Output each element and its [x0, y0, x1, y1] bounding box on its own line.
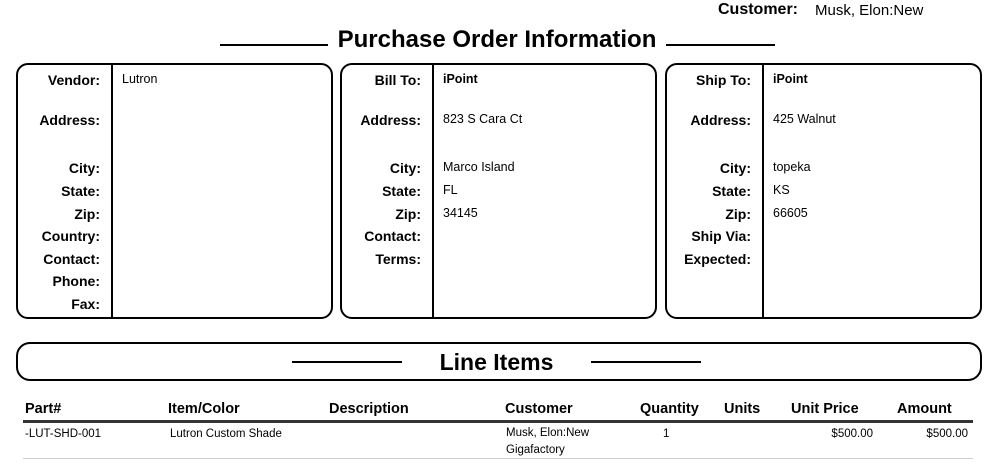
bill-value-billto: iPoint	[443, 72, 478, 86]
table-header-rule	[23, 420, 973, 423]
column-divider	[762, 65, 764, 317]
col-amount: Amount	[897, 401, 952, 417]
bill-value-zip: 34145	[443, 206, 478, 220]
cell-item: Lutron Custom Shade	[170, 428, 282, 440]
vendor-label-state: State:	[61, 183, 100, 199]
col-quantity: Quantity	[640, 401, 699, 417]
ship-label-expected: Expected:	[684, 251, 751, 267]
page-title: Purchase Order Information	[337, 26, 657, 53]
cell-part: -LUT-SHD-001	[25, 428, 102, 440]
vendor-label-contact: Contact:	[43, 251, 100, 267]
line-items-rule-right	[591, 361, 701, 363]
cell-customer-line2: Gigafactory	[506, 444, 565, 456]
line-items-rule-left	[292, 361, 402, 363]
col-description: Description	[329, 401, 409, 417]
vendor-value-vendor: Lutron	[122, 72, 158, 86]
ship-label-shipvia: Ship Via:	[691, 228, 751, 244]
customer-label: Customer:	[718, 1, 799, 18]
ship-value-address: 425 Walnut	[773, 112, 836, 126]
vendor-label-fax: Fax:	[71, 296, 100, 312]
line-items-title: Line Items	[439, 349, 554, 375]
customer-value: Musk, Elon:New	[815, 2, 924, 19]
vendor-label-vendor: Vendor:	[47, 72, 100, 88]
row-rule	[23, 458, 973, 459]
col-customer: Customer	[505, 401, 573, 417]
col-item-color: Item/Color	[168, 401, 240, 417]
bill-value-state: FL	[443, 183, 458, 197]
ship-value-city: topeka	[773, 160, 811, 174]
ship-label-address: Address:	[690, 112, 751, 128]
vendor-label-city: City:	[68, 160, 100, 176]
ship-label-zip: Zip:	[725, 206, 751, 222]
bill-label-terms: Terms:	[375, 251, 421, 267]
cell-amount: $500.00	[926, 428, 968, 440]
vendor-label-country: Country:	[41, 228, 100, 244]
cell-quantity: 1	[663, 428, 670, 440]
ship-value-state: KS	[773, 183, 790, 197]
column-divider	[432, 65, 434, 317]
ship-label-shipto: Ship To:	[696, 72, 751, 88]
bill-label-state: State:	[382, 183, 421, 199]
title-rule-right	[666, 44, 775, 46]
title-rule-left	[220, 44, 328, 46]
vendor-label-zip: Zip:	[74, 206, 100, 222]
col-units: Units	[724, 401, 761, 417]
vendor-label-address: Address:	[39, 112, 100, 128]
ship-label-city: City:	[719, 160, 751, 176]
ship-label-state: State:	[712, 183, 751, 199]
bill-value-city: Marco Island	[443, 160, 515, 174]
bill-label-zip: Zip:	[395, 206, 421, 222]
col-unit-price: Unit Price	[791, 401, 859, 417]
ship-value-zip: 66605	[773, 206, 808, 220]
cell-unit-price: $500.00	[831, 428, 873, 440]
cell-customer-line1: Musk, Elon:New	[506, 427, 590, 439]
ship-value-shipto: iPoint	[773, 72, 808, 86]
col-part: Part#	[25, 401, 62, 417]
bill-value-address: 823 S Cara Ct	[443, 112, 523, 126]
line-items-header-box: Line Items	[16, 342, 982, 381]
column-divider	[111, 65, 113, 317]
bill-label-city: City:	[389, 160, 421, 176]
bill-label-address: Address:	[360, 112, 421, 128]
vendor-label-phone: Phone:	[52, 273, 100, 289]
bill-label-billto: Bill To:	[374, 72, 421, 88]
bill-label-contact: Contact:	[364, 228, 421, 244]
